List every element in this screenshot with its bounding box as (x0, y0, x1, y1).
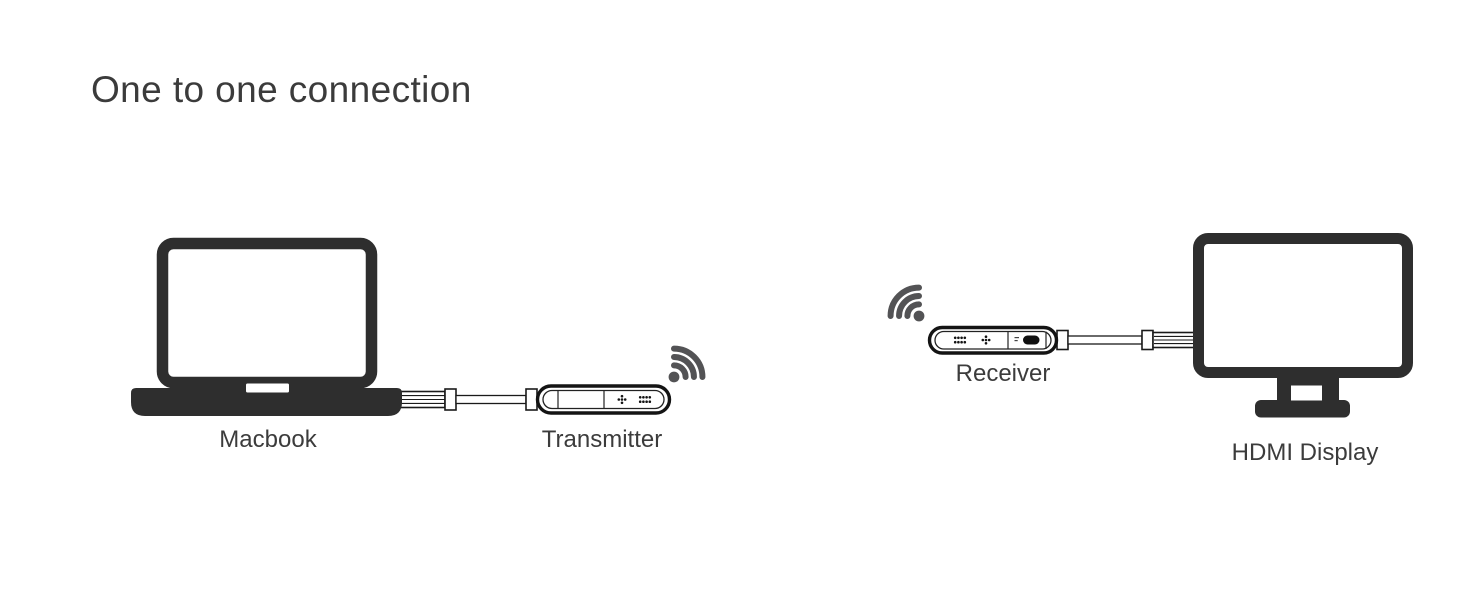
wifi-signal-icon (668, 345, 706, 383)
vent-dots-small (981, 335, 991, 345)
macbook-screen (156, 237, 378, 389)
usb-cable (397, 388, 538, 411)
monitor-screen (1193, 233, 1413, 378)
macbook-base (131, 388, 402, 416)
mode-switch (1023, 335, 1040, 345)
hdmi-cable (1056, 329, 1199, 351)
wifi-signal-icon (887, 284, 925, 322)
macbook-label: Macbook (219, 426, 317, 453)
receiver-dongle (927, 325, 1059, 355)
transmitter-label: Transmitter (541, 426, 663, 453)
macbook-illustration (131, 237, 402, 416)
hdmi-display-illustration (1193, 233, 1413, 418)
macbook-notch (246, 383, 289, 393)
hdmi-display-label: HDMI Display (1231, 439, 1379, 466)
transmitter-dongle (535, 384, 672, 415)
receiver-label: Receiver (955, 360, 1051, 387)
vent-dots-large (638, 396, 652, 404)
monitor-stand-base (1255, 400, 1350, 418)
vent-dots-small (617, 394, 627, 405)
page-title: One to one connection (91, 69, 472, 110)
vent-dots-large (953, 336, 967, 344)
